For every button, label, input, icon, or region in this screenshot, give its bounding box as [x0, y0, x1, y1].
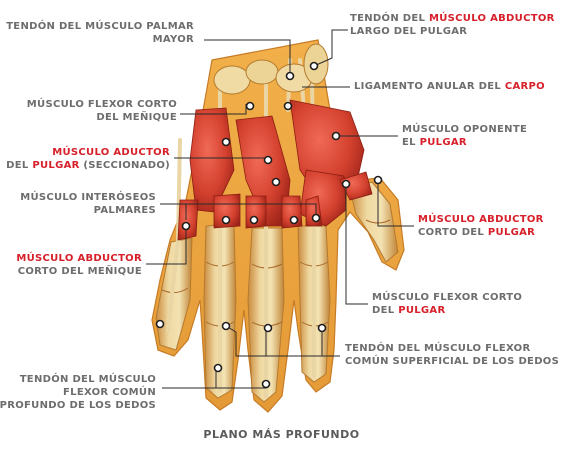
hand-muscles	[177, 99, 373, 241]
dot-profundo-1	[213, 363, 223, 373]
dot-interoseo-2	[249, 215, 259, 225]
label-oponente-pulgar: MÚSCULO OPONENTE EL PULGAR	[402, 124, 528, 148]
dot-carpo-1	[245, 101, 255, 111]
dot-interoseo-4	[311, 213, 321, 223]
dot-superficial-1	[221, 321, 231, 331]
label-tendon-abductor-largo: TENDÓN DEL MÚSCULO ABDUCTOR LARGO DEL PU…	[350, 13, 555, 37]
dot-palmar-mayor	[285, 71, 295, 81]
label-ligamento-anular: LIGAMENTO ANULAR DEL CARPO	[354, 81, 545, 92]
dot-aductor-2	[271, 177, 281, 187]
dot-superficial-2	[263, 323, 273, 333]
dot-flexor-pulgar	[341, 179, 351, 189]
dot-oponente	[331, 131, 341, 141]
label-tendon-palmar-mayor: TENDÓN DEL MÚSCULO PALMAR MAYOR	[6, 21, 194, 45]
label-interoseos-palmares: MÚSCULO INTERÓSEOS PALMARES	[20, 192, 156, 216]
label-abductor-corto-menique: MÚSCULO ABDUCTOR CORTO DEL MEÑIQUE	[16, 253, 142, 277]
annotation-dots	[155, 61, 383, 389]
dot-aductor	[263, 155, 273, 165]
dot-interoseo-3	[289, 215, 299, 225]
label-flexor-corto-menique: MÚSCULO FLEXOR CORTO DEL MEÑIQUE	[26, 99, 177, 123]
dot-abductor-largo	[309, 61, 319, 71]
dot-abductor-pulgar	[373, 175, 383, 185]
dot-abductor-menique	[181, 221, 191, 231]
dot-interoseo-1	[221, 215, 231, 225]
label-tendon-flexor-profundo: TENDÓN DEL MÚSCULO FLEXOR COMÚN PROFUNDO…	[0, 374, 156, 411]
label-aductor-pulgar: MÚSCULO ADUCTOR DEL PULGAR (SECCIONADO)	[6, 147, 170, 171]
label-flexor-corto-pulgar: MÚSCULO FLEXOR CORTO DEL PULGAR	[372, 292, 523, 316]
carpal-bones	[213, 43, 329, 95]
label-abductor-corto-pulgar: MÚSCULO ABDUCTOR CORTO DEL PULGAR	[418, 214, 544, 238]
figure-caption: PLANO MÁS PROFUNDO	[203, 428, 360, 441]
dot-carpo-2	[283, 101, 293, 111]
dot-profundo-2	[261, 379, 271, 389]
dot-menique-tip	[155, 319, 165, 329]
leader-lines	[146, 29, 414, 389]
label-tendon-flexor-superficial: TENDÓN DEL MÚSCULO FLEXOR COMÚN SUPERFIC…	[345, 343, 560, 367]
dot-superficial-3	[317, 323, 327, 333]
dot-flexor-menique	[221, 137, 231, 147]
